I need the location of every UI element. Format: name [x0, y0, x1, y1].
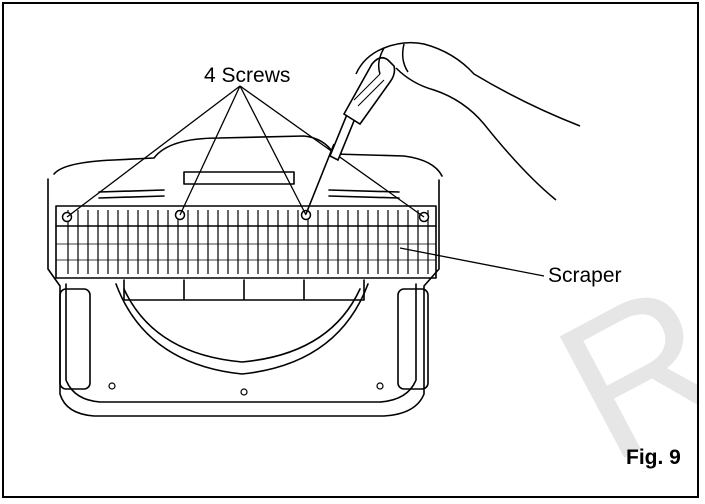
- mower-illustration: [47, 41, 581, 417]
- scraper-teeth: [56, 210, 436, 274]
- screwdriver-icon: [305, 56, 396, 215]
- figure-number: Fig. 9: [626, 446, 681, 469]
- screws-callout: 4 Screws: [204, 64, 291, 87]
- housing-inner-outline: [65, 283, 417, 403]
- hand-icon: [355, 41, 581, 201]
- scraper-leader-line: [399, 247, 545, 277]
- housing-top-cover: [53, 135, 443, 177]
- scraper-callout: Scraper: [548, 264, 622, 287]
- left-wheel-housing: [59, 288, 91, 390]
- figure-frame: Re: [2, 2, 699, 498]
- housing-body: [47, 178, 440, 417]
- top-window: [183, 171, 295, 185]
- right-wheel-housing: [397, 288, 429, 390]
- scraper-plate: [55, 205, 437, 279]
- vent-grilles: [98, 189, 400, 199]
- rear-chute-inner: [123, 288, 361, 363]
- rear-chute: [115, 283, 369, 375]
- lower-slots: [123, 279, 365, 301]
